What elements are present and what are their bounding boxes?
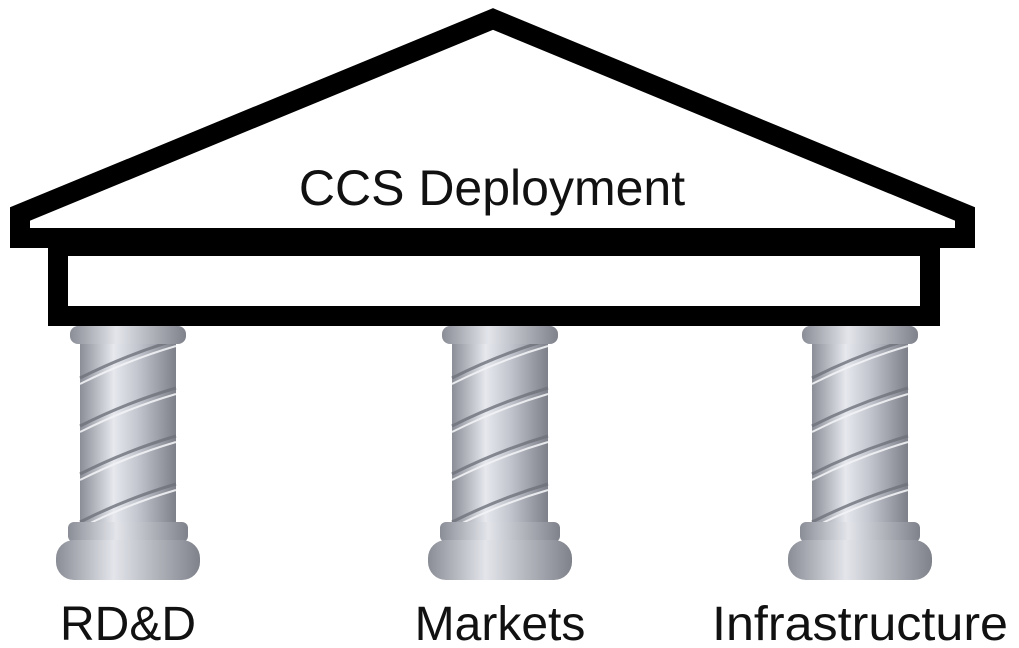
pillar-rdd: RD&D	[56, 326, 200, 648]
roof-title: CCS Deployment	[299, 160, 685, 216]
pillar-label-rdd: RD&D	[60, 598, 196, 648]
pillar-infrastructure: Infrastructure	[712, 326, 1008, 648]
pillar-label-markets: Markets	[415, 598, 586, 648]
pillar-label-infrastructure: Infrastructure	[712, 598, 1008, 648]
pillar-markets: Markets	[415, 326, 586, 648]
pillar-column-markets	[428, 326, 572, 580]
entablature-beam	[48, 236, 940, 326]
pillar-column-rdd	[56, 326, 200, 580]
pillar-column-infrastructure	[788, 326, 932, 580]
